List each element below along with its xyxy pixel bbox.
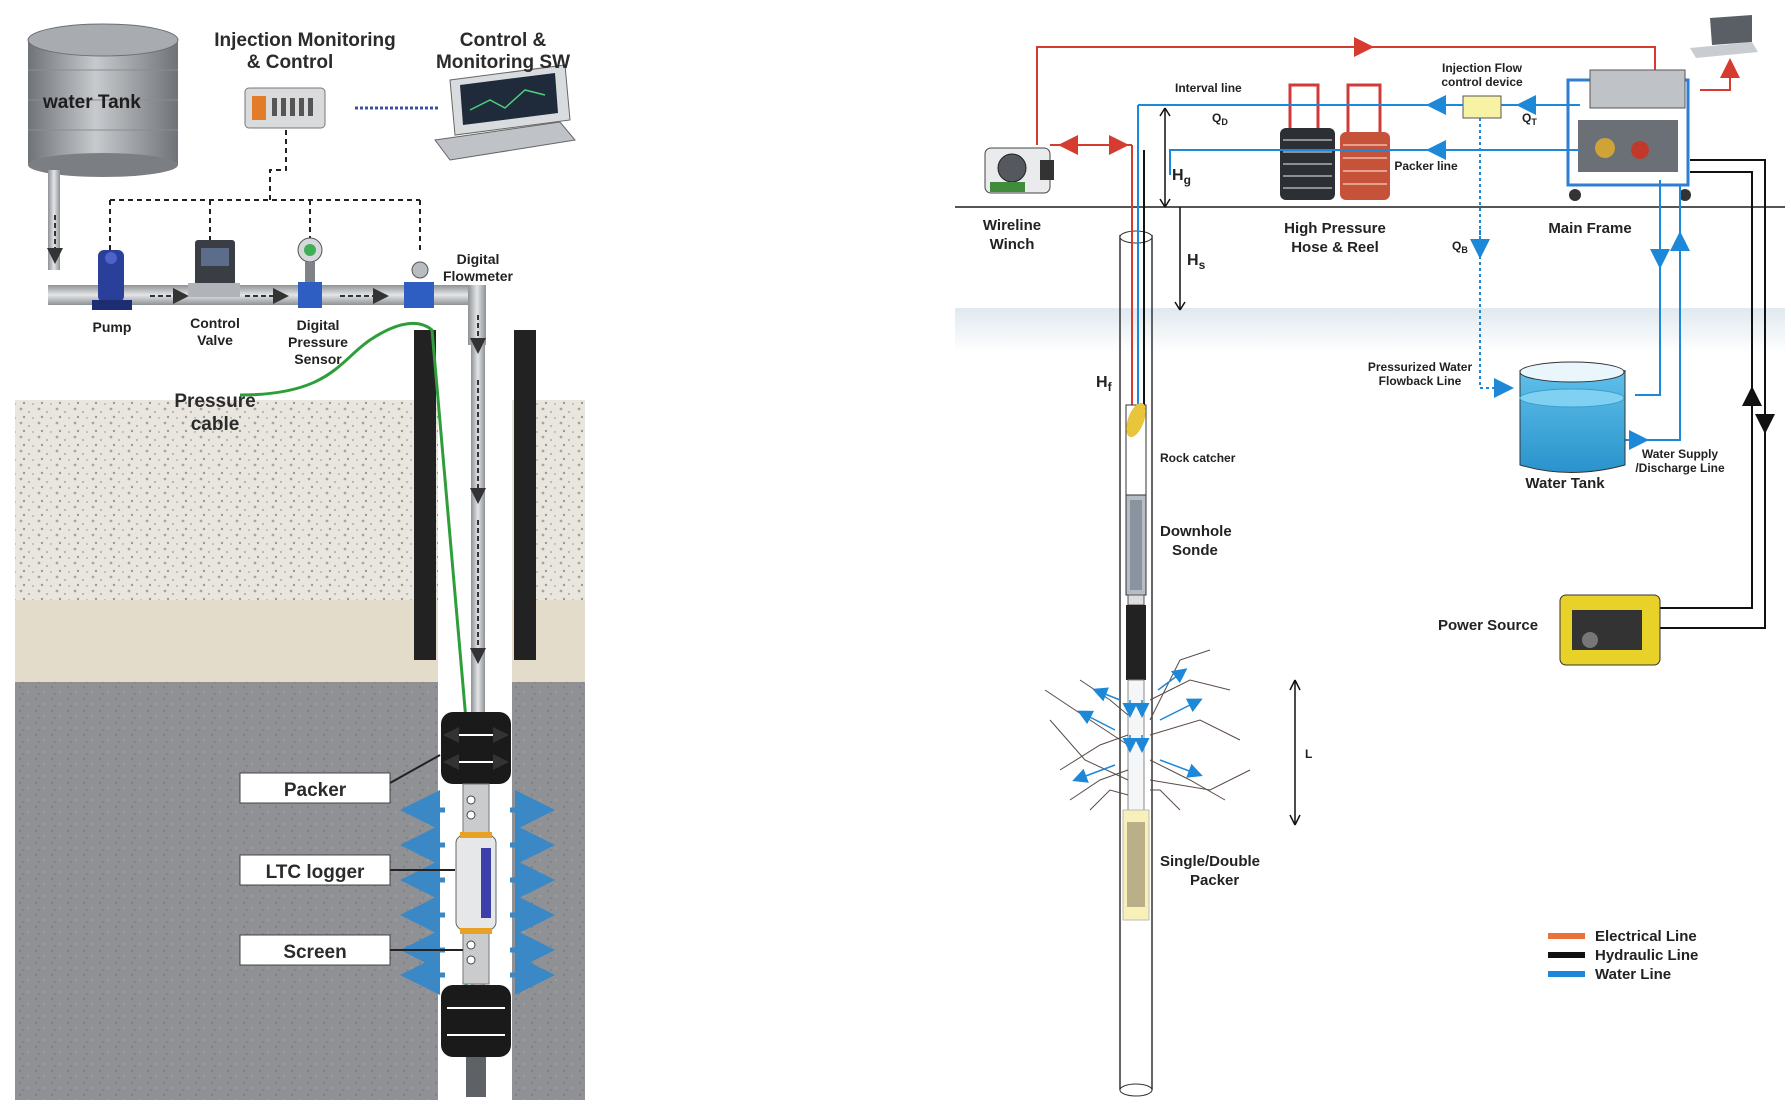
right-water-tank-image <box>1519 361 1626 473</box>
pressure-cable-label-1: Pressure <box>174 391 255 412</box>
pump-image <box>92 250 132 310</box>
hose-reel-label-1: High Pressure <box>1284 220 1386 237</box>
legend-label-electrical: Electrical Line <box>1595 928 1697 945</box>
screen-label: Screen <box>283 942 346 963</box>
flowback-line <box>1470 118 1514 398</box>
injection-monitoring-label-1: Injection Monitoring <box>214 30 396 51</box>
legend-item-water: Water Line <box>1548 966 1671 983</box>
water-tank-image <box>27 23 179 270</box>
right-panel: Interval line Injection Flow control dev… <box>955 15 1785 1097</box>
control-sw-label-1: Control & <box>460 30 547 51</box>
ltc-logger-image <box>455 832 497 934</box>
control-signal-lines <box>109 130 421 250</box>
electrical-line <box>1036 37 1740 155</box>
monitoring-controller-image <box>244 87 326 129</box>
qd-label: QD <box>1212 111 1228 127</box>
right-water-tank-label: Water Tank <box>1525 475 1605 492</box>
pressure-sensor-label-1: Digital <box>297 317 340 333</box>
left-panel: water Tank Injection Monitoring & Contro… <box>15 23 585 1100</box>
legend-label-water: Water Line <box>1595 966 1671 983</box>
injection-monitoring-label-2: & Control <box>247 52 334 73</box>
rock-catcher-label: Rock catcher <box>1160 451 1236 465</box>
power-source-label: Power Source <box>1438 617 1538 634</box>
pressure-cable-label-2: cable <box>191 414 240 435</box>
hf-label: Hf <box>1096 374 1113 394</box>
rock-catcher-image <box>1125 402 1147 496</box>
downhole-sonde-label-2: Sonde <box>1172 542 1218 559</box>
power-source-image <box>1559 594 1661 666</box>
flowback-label-1: Pressurized Water <box>1368 360 1473 374</box>
legend-item-electrical: Electrical Line <box>1548 928 1697 945</box>
injection-flow-label-2: control device <box>1441 75 1523 89</box>
hose-reel-label-2: Hose & Reel <box>1291 239 1379 256</box>
control-sw-label-2: Monitoring SW <box>436 52 570 73</box>
packer-line-label: Packer line <box>1394 159 1458 173</box>
fractures <box>1044 649 1251 811</box>
casing-right <box>514 330 536 660</box>
water-lines <box>1138 95 1690 450</box>
flowmeter-label-1: Digital <box>457 251 500 267</box>
control-valve-label-2: Valve <box>197 332 233 348</box>
control-valve-label-1: Control <box>190 315 240 331</box>
depth-dimensions <box>1159 107 1186 311</box>
interval-line-label: Interval line <box>1175 81 1242 95</box>
flowmeter-image <box>404 261 434 308</box>
packer-upper <box>441 712 511 784</box>
hydraulic-lines <box>1655 159 1775 629</box>
hg-label: Hg <box>1172 167 1191 187</box>
control-valve-image <box>188 240 240 297</box>
water-supply-label-2: /Discharge Line <box>1635 461 1725 475</box>
packer-label: Packer <box>284 780 347 801</box>
ltc-logger-label: LTC logger <box>266 862 365 883</box>
wireline-winch-label-1: Wireline <box>983 217 1041 234</box>
flowmeter-label-2: Flowmeter <box>443 268 514 284</box>
downhole-sonde-image <box>1125 494 1147 606</box>
hs-label: Hs <box>1187 252 1206 272</box>
water-supply-label-1: Water Supply <box>1642 447 1719 461</box>
right-borehole <box>1119 230 1153 1097</box>
laptop-image <box>434 64 576 161</box>
packer-type-label-1: Single/Double <box>1160 853 1260 870</box>
wireline-winch-label-2: Winch <box>990 236 1035 253</box>
pressure-cable <box>239 321 468 721</box>
pressure-sensor-label-3: Sensor <box>294 351 342 367</box>
qb-label: QB <box>1452 239 1468 255</box>
wireline-winch-image <box>984 147 1054 194</box>
flowback-label-2: Flowback Line <box>1379 374 1462 388</box>
interval-length-dimension <box>1289 679 1301 826</box>
packer-callout <box>239 754 441 804</box>
groundwater-band <box>955 308 1785 353</box>
screen-callout <box>239 934 463 966</box>
qt-label: QT <box>1522 111 1537 127</box>
upper-packer-image <box>1126 605 1146 680</box>
injection-flow-device-box <box>1462 95 1502 119</box>
casing-left <box>414 330 436 660</box>
right-laptop-image <box>1690 15 1758 58</box>
legend: Electrical Line Hydraulic Line Water Lin… <box>1548 928 1698 983</box>
fracture-flow-arrows <box>1072 668 1203 783</box>
pressure-sensor-label-2: Pressure <box>288 334 348 350</box>
pressure-sensor-image <box>297 237 323 308</box>
main-frame-image <box>1566 69 1691 201</box>
downhole-sonde-label-1: Downhole <box>1160 523 1232 540</box>
packer-lower <box>441 985 511 1057</box>
pump-label: Pump <box>93 319 132 335</box>
left-water-tank-label: water Tank <box>42 92 141 113</box>
injection-flow-label-1: Injection Flow <box>1442 61 1523 75</box>
ltc-logger-callout <box>239 854 455 886</box>
bottom-plug <box>466 1057 486 1097</box>
interval-length-label: L <box>1305 747 1312 761</box>
packer-type-label-2: Packer <box>1190 872 1239 889</box>
hose-reel-image <box>1280 83 1390 200</box>
main-frame-label: Main Frame <box>1548 220 1631 237</box>
legend-label-hydraulic: Hydraulic Line <box>1595 947 1698 964</box>
legend-item-hydraulic: Hydraulic Line <box>1548 947 1698 964</box>
